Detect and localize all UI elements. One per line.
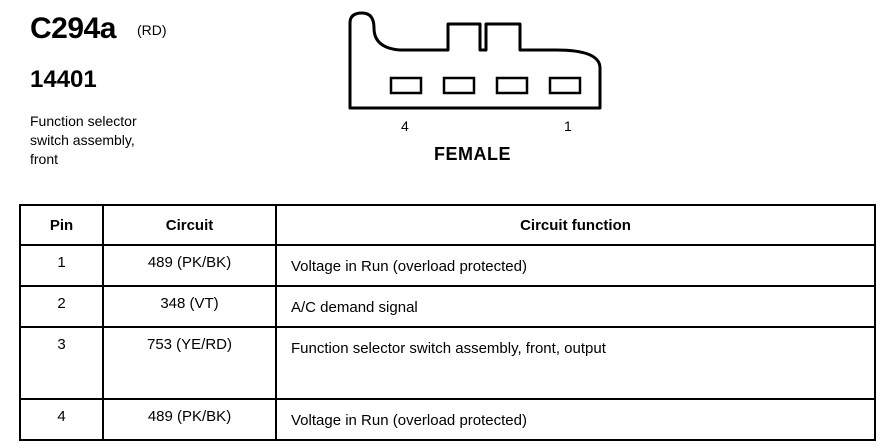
pin-cavity-3 [442,76,476,95]
pin-4-label: 4 [401,118,409,134]
header-pin: Pin [19,204,104,246]
pin-cell: 1 [19,244,104,287]
table-row: 2 348 (VT) A/C demand signal [19,285,876,328]
table-header-row: Pin Circuit Circuit function [19,204,876,246]
connector-id: C294a [30,12,116,45]
circuit-cell: 489 (PK/BK) [102,244,277,287]
color-code: (RD) [137,22,167,38]
function-cell: A/C demand signal [275,285,876,328]
function-cell: Voltage in Run (overload protected) [275,398,876,441]
pin-cavity-4 [389,76,423,95]
pin-cell: 2 [19,285,104,328]
header-circuit: Circuit [102,204,277,246]
pin-cell: 4 [19,398,104,441]
circuit-cell: 348 (VT) [102,285,277,328]
connector-face-diagram [348,11,602,110]
table-row: 3 753 (YE/RD) Function selector switch a… [19,326,876,400]
header-circuit-function: Circuit function [275,204,876,246]
component-description: Function selector switch assembly, front [30,113,137,167]
pin-table: Pin Circuit Circuit function 1 489 (PK/B… [19,204,876,441]
table-row: 1 489 (PK/BK) Voltage in Run (overload p… [19,244,876,287]
part-number: 14401 [30,66,97,93]
circuit-cell: 753 (YE/RD) [102,326,277,400]
function-cell: Voltage in Run (overload protected) [275,244,876,287]
connector-gender: FEMALE [434,144,511,164]
pin-cavity-2 [495,76,529,95]
pin-cell: 3 [19,326,104,400]
pin-cavity-1 [548,76,582,95]
pin-1-label: 1 [564,118,572,134]
function-cell: Function selector switch assembly, front… [275,326,876,400]
connector-outline [348,11,602,110]
table-row: 4 489 (PK/BK) Voltage in Run (overload p… [19,398,876,441]
circuit-cell: 489 (PK/BK) [102,398,277,441]
